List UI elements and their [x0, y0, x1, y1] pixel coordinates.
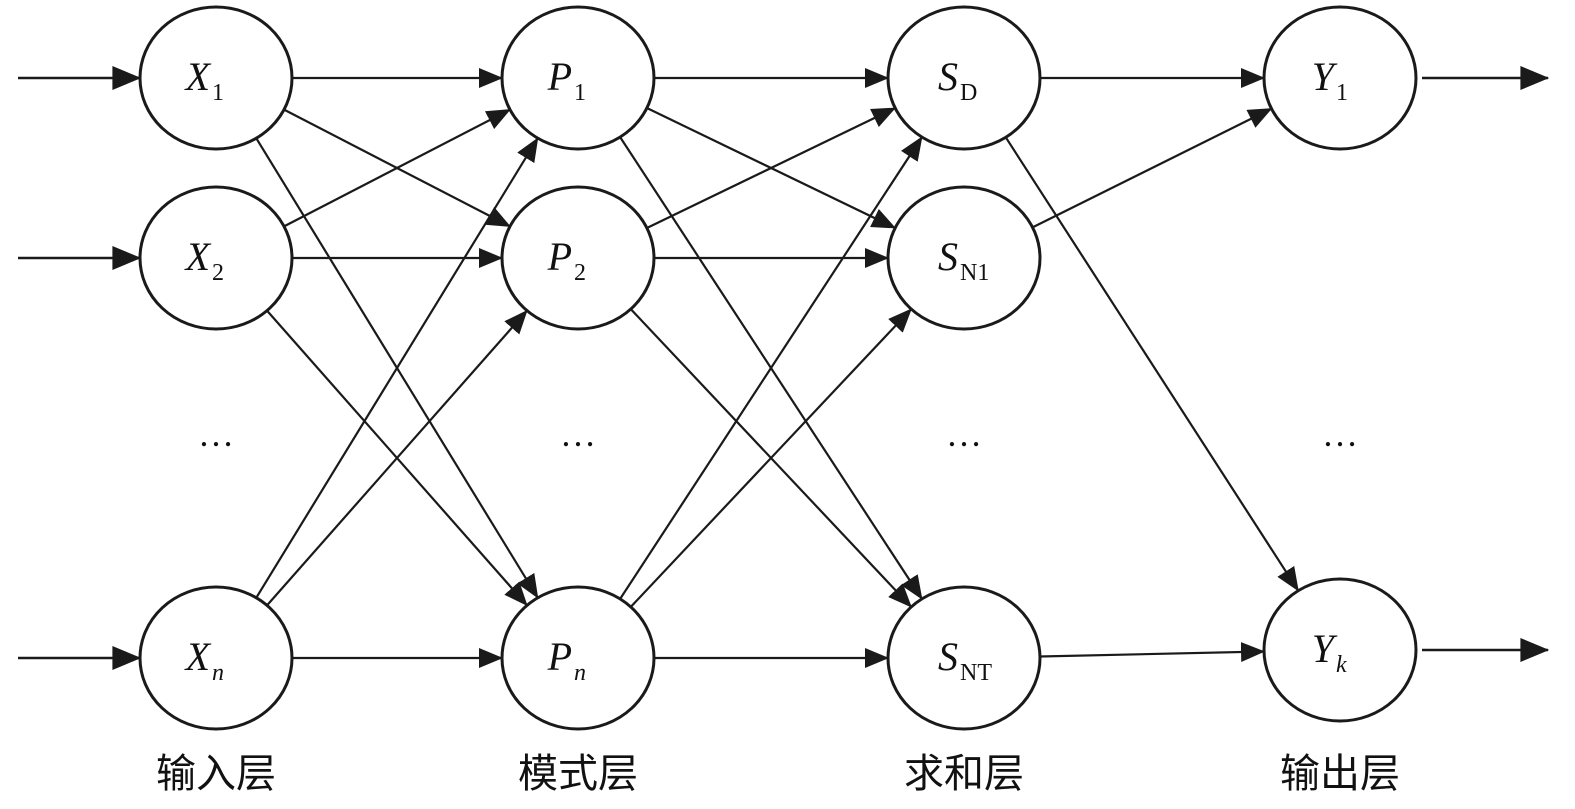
edge-pattern-2-to-summation-0	[619, 136, 923, 600]
edge-input-2-to-pattern-0	[255, 137, 539, 599]
layer-label-output: 输出层	[1280, 751, 1400, 797]
node-subscript: 1	[1336, 80, 1348, 106]
edge-summation-2-to-output-1	[1039, 642, 1266, 663]
node-symbol: S	[938, 234, 958, 279]
node-symbol: S	[938, 54, 958, 99]
node-symbol: P	[547, 234, 572, 279]
layer-label-input: 输入层	[156, 751, 276, 797]
node-subscript: NT	[960, 660, 992, 686]
edge-pattern-1-to-summation-0	[646, 107, 897, 229]
layer-ellipses: … … … …	[198, 414, 1358, 454]
node-symbol: X	[184, 634, 212, 679]
node-subscript: D	[960, 80, 977, 106]
node-subscript: n	[574, 660, 586, 686]
edge-summation-0-to-output-1	[1004, 136, 1300, 592]
node-symbol: Y	[1312, 54, 1338, 99]
layer-ellipsis: …	[1322, 414, 1358, 454]
node-subscript: 2	[574, 260, 586, 286]
layer-label-pattern: 模式层	[518, 751, 638, 797]
node-subscript: N1	[960, 260, 989, 286]
node-symbol: X	[184, 54, 212, 99]
edge-summation-1-to-output-0	[1032, 107, 1273, 229]
edge-input-2-to-pattern-1	[266, 309, 528, 607]
node-subscript: n	[212, 660, 224, 686]
connection-edges	[255, 68, 1300, 668]
layer-ellipsis: …	[946, 414, 982, 454]
node-subscript: 1	[212, 80, 224, 106]
node-symbol: P	[547, 634, 572, 679]
node-symbol: S	[938, 634, 958, 679]
node-subscript: 1	[574, 80, 586, 106]
io-arrows	[18, 66, 1550, 670]
edge-input-1-to-pattern-0	[283, 108, 511, 228]
node-symbol: X	[184, 234, 212, 279]
layer-labels: 输入层 模式层 求和层 输出层	[156, 751, 1400, 797]
edge-pattern-2-to-summation-1	[629, 308, 913, 608]
node-subscript: 2	[212, 260, 224, 286]
layer-ellipsis: …	[198, 414, 234, 454]
layer-ellipsis: …	[560, 414, 596, 454]
layer-label-summation: 求和层	[904, 751, 1024, 797]
node-symbol: P	[547, 54, 572, 99]
node-subscript: k	[1336, 652, 1347, 678]
node-symbol: Y	[1312, 626, 1338, 671]
